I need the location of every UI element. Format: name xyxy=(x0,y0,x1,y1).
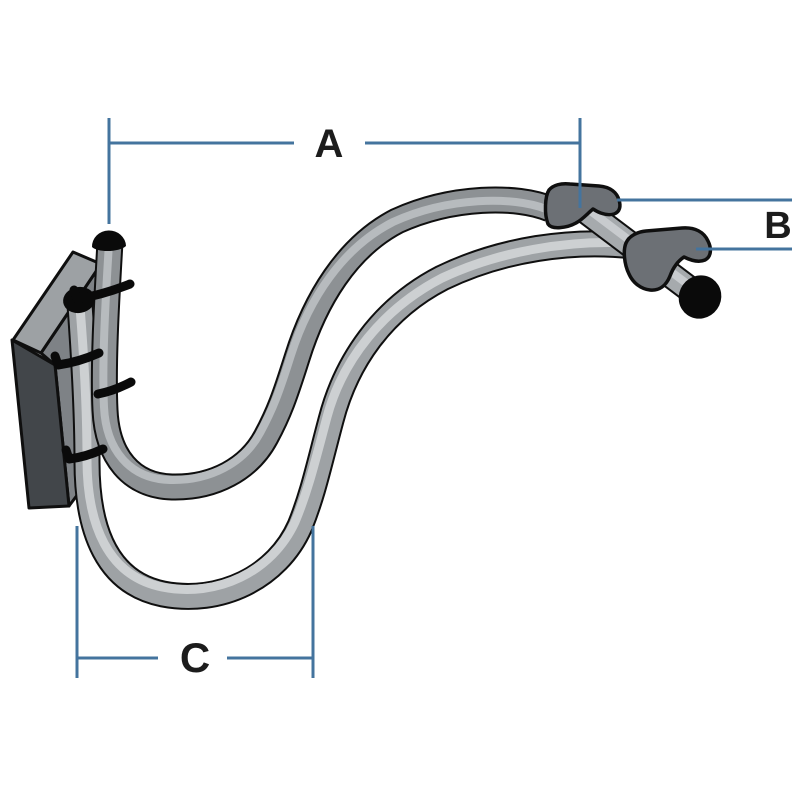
outer-tube-highlight xyxy=(75,238,632,594)
outer-tube-outline xyxy=(66,230,635,610)
strap-3 xyxy=(93,377,136,399)
inner-tube-end-cap xyxy=(91,230,126,252)
dimension-a: A xyxy=(107,118,582,224)
mount-straps xyxy=(50,279,136,464)
grip-end-cap xyxy=(678,275,722,319)
strap-2 xyxy=(50,348,104,370)
lower-handle-clamp xyxy=(622,226,713,292)
upper-handle-clamp xyxy=(543,182,622,230)
outer-tube-body xyxy=(68,232,635,608)
strap-4 xyxy=(61,444,108,464)
dimension-a-label: A xyxy=(315,122,344,166)
outer-tube xyxy=(66,230,635,610)
dimension-c: C xyxy=(75,526,315,681)
dimension-c-label: C xyxy=(180,634,210,681)
mount-plate-front-face xyxy=(10,338,71,510)
strap-1 xyxy=(69,279,135,304)
dimension-b: B xyxy=(617,198,792,251)
inner-tube xyxy=(90,186,556,501)
dimension-b-label: B xyxy=(764,205,791,247)
inner-tube-highlight xyxy=(99,196,550,485)
